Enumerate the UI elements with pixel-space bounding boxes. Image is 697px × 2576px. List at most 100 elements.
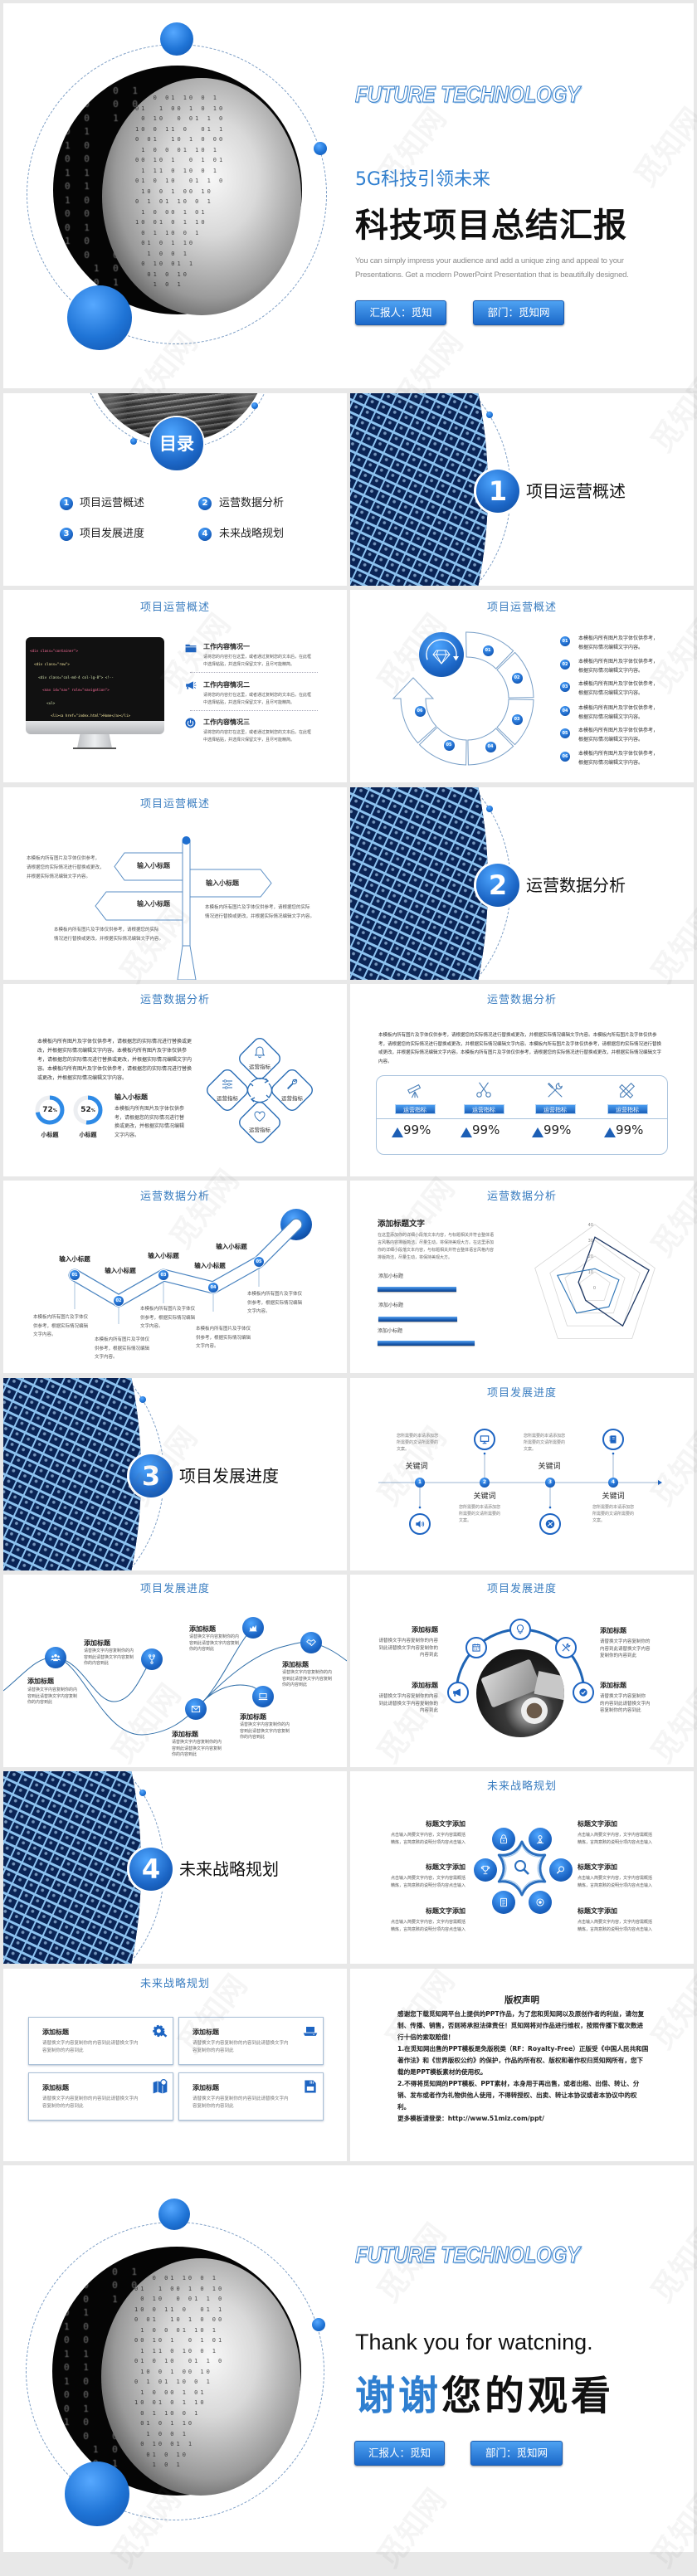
intro-paragraph: 本模板内所有图片及字体仅供参考，请根据您的实际情况进行替换或更改，并根据实际情况… [378, 1033, 662, 1064]
timeline-node-1: 1 [415, 1478, 425, 1488]
wave-item-3-desc: 请替换文字内容复制你的内容到此请替换文字内容复制你的内容到此 [189, 1634, 239, 1653]
line: 容到此请替换文字内容复制 [282, 1676, 333, 1682]
arc-connector [455, 1628, 586, 1694]
strategy-card-3: 添加标题 请替换文字内容复制你的内容到此请替换文字内容复制你的内容到此 [28, 2072, 173, 2121]
line: 文字内容。 [247, 1309, 271, 1314]
svg-text:10: 10 [588, 1270, 593, 1275]
divider [190, 672, 318, 673]
pencil-ruler-icon [618, 1081, 636, 1099]
list-badge-02: 02 [560, 660, 570, 670]
copyright-paragraph: 1.在觅知网出售的PPT模板是免版税类（RF：Royalty-Free）正版受《… [397, 2045, 649, 2076]
gear-wrench-icon [152, 2023, 168, 2039]
line: 本模板内所有图片及字体仅 [196, 1327, 251, 1332]
radar-tick-labels: 40 30 20 10 0 [588, 1223, 596, 1291]
code-line: <div class="row"> [30, 662, 70, 667]
code-line: <ul> [30, 700, 56, 705]
department-button[interactable]: 部门：觅知网 [470, 2441, 563, 2466]
left-item-1-desc: 请替换文字内容复制你的内容到此请替换文字内容复制你的内容到此 [378, 1638, 438, 1659]
radar-chart: 40 30 20 10 0 [534, 1223, 656, 1339]
line: 根据实际情况编辑文字内容。 [578, 760, 644, 766]
sign-note-3: 本模板内所有图片及字体仅供参考，请根据您的实际 情况进行替换或更改，并根据实际情… [54, 926, 163, 944]
petal-top-label: 运营指标 [249, 1064, 271, 1070]
radar-series-2 [556, 1268, 620, 1314]
copyright-link[interactable]: 更多模板请登录：http://www.51miz.com/ppt/ [397, 2115, 544, 2122]
line: 请替换文字内容复制你的内 [84, 1648, 134, 1653]
line: 精炼，言简意赅的说明分项内容点击输入 [578, 1927, 653, 1932]
line: 供参考，根据实际情况编辑 [247, 1300, 303, 1306]
telescope-icon [406, 1081, 424, 1099]
bar-3-label: 添加小标题 [378, 1328, 403, 1334]
step-desc-03: 本模板内所有图片及字体仅供参考，根据实际情况编辑文字内容。 [140, 1305, 195, 1332]
section-number-badge: 4 [129, 1848, 173, 1891]
document-icon [492, 1891, 515, 1914]
donut-2-label: 小标题 [79, 1132, 97, 1138]
petal-diagram [207, 1038, 313, 1143]
node-1-text: 您所需要的本请添加您所需要的文请所需要的文案。 [397, 1433, 438, 1453]
slide-closing: 0 0 0 1 0 1 1 0 0 0 0 0 1 1 0 1 1 0 0 0 … [3, 2165, 694, 2552]
wrench-icon [285, 1078, 299, 1091]
line: 容复制你的内容到此 [42, 2048, 84, 2053]
monitor: <div class="container"> <div class="row"… [26, 637, 164, 734]
list-text-06: 本模板内所有图片及字体仅供参考， 根据实际情况编辑文字内容。 [578, 749, 658, 767]
sign-right [189, 869, 272, 898]
segment-badge-02: 02 [511, 672, 523, 684]
line: 容复制你的内容到此 [193, 2048, 234, 2053]
bell-icon [253, 1045, 266, 1059]
slide-data-metrics: 运营数据分析 本模板内所有图片及字体仅供参考，请根据您的实际情况进行替换或更改，… [350, 984, 694, 1176]
orbit-dot-top [160, 22, 193, 56]
section-photo [3, 1771, 141, 1964]
list-badge-01: 01 [560, 636, 570, 646]
card-desc: 请替换文字内容复制你的内容到此请替换文字内容复制你的内容到此 [193, 2096, 289, 2110]
desc-line: 中选择粘贴，并选择只保留文字，且尽可能精简。 [203, 700, 295, 705]
card-desc: 请替换文字内容复制你的内容到此请替换文字内容复制你的内容到此 [42, 2040, 139, 2054]
toc-item-3-label[interactable]: 项目发展进度 [80, 528, 145, 540]
line: 容复制你的内容到此 [193, 2103, 234, 2109]
orbit-dot [139, 1790, 146, 1796]
slide-data-steps: 运营数据分析 01 02 03 04 05 输入小标题 输入小标题 输入小标题 … [3, 1181, 347, 1373]
line: 根据实际情况编辑文字内容。 [578, 690, 644, 696]
list-text-01: 本模板内所有图片及字体仅供参考，根据实际情况编辑文字内容。 [578, 634, 658, 652]
metrics-divider [376, 1118, 668, 1119]
line: 你的内容到此 [189, 1647, 215, 1652]
line: 容到此请替换文字内容复制 [27, 1693, 78, 1699]
toc-item-1-label[interactable]: 项目运营概述 [80, 497, 145, 509]
keyword-2: 关键词 [473, 1493, 496, 1501]
slide-section-4: 4 未来战略规划 [3, 1771, 347, 1964]
wave-item-2-desc: 请替换文字内容复制你的内容到此请替换文字内容复制你的内容到此 [84, 1648, 134, 1668]
toc-item-2-label[interactable]: 运营数据分析 [219, 497, 285, 509]
sphere-digits: 1 0 01 10 0 1 01 1 00 1 0 10 0 10 0 01 1… [134, 2275, 225, 2468]
up-triangle-icon [392, 1127, 403, 1137]
reporter-button[interactable]: 汇报人：觅知 [354, 2441, 445, 2466]
line: 精炼，言简意赅的说明分项内容点击输入 [578, 1840, 653, 1845]
line: 本模板内所有图片及字体仅供参考，请根据您的实际 [54, 928, 159, 933]
list-badge-04: 04 [560, 706, 570, 716]
line: 内容到此 [419, 1653, 438, 1658]
strategy-right-3-title: 标题文字添加 [578, 1907, 617, 1915]
line: 本模板内所有图片及字体仅供参考， [578, 751, 659, 757]
slide-title: 项目发展进度 [139, 1583, 210, 1595]
reporter-button[interactable]: 汇报人：觅知 [355, 300, 446, 325]
strategy-left-3-desc: 点击输入简要文字内容，文字内容需概括精炼，言简意赅的说明分项内容点击输入 [391, 1919, 465, 1934]
metrics-panel [376, 1075, 668, 1155]
line: 请替换文字内容复制你的内容到此请替换文字内 [42, 2041, 139, 2046]
line: 点击输入简要文字内容，文字内容需概括 [578, 1920, 653, 1925]
metric-1-value: 99% [403, 1122, 431, 1137]
copyright-paragraph: 感谢您下载觅知网平台上提供的PPT作品，为了您和觅知网以及原创作者的利益，请勿复… [397, 2010, 645, 2041]
line: 请替换文字内容复制你的内容到此请替换文字内 [193, 2096, 289, 2101]
thanks-accent: 谢谢 [355, 2373, 442, 2419]
donut-1-label: 小标题 [41, 1132, 59, 1138]
department-button[interactable]: 部门：觅知网 [473, 300, 564, 325]
toc-item-4-label[interactable]: 未来战略规划 [219, 528, 285, 540]
slide-title: 项目发展进度 [486, 1387, 557, 1400]
target-icon [529, 1891, 552, 1914]
value: 52 [80, 1106, 91, 1114]
keyword-3: 关键词 [538, 1463, 561, 1471]
svg-text:0: 0 [593, 1286, 596, 1291]
list-text-05: 本模板内所有图片及字体仅供参考，根据实际情况编辑文字内容。 [578, 726, 658, 744]
slide-overview-signpost: 项目运营概述 输入小标题 输入小标题 输入小标题 本模板内所有图片及字体仅供参考… [3, 787, 347, 980]
step-badge-02: 02 [114, 1296, 124, 1306]
bar-2-label: 添加小标题 [378, 1303, 404, 1308]
app-icon-grid [3, 1771, 141, 1964]
line: 请根据您的实际情况进行替换或更改， [27, 865, 105, 870]
laptop-icon [302, 2023, 319, 2039]
